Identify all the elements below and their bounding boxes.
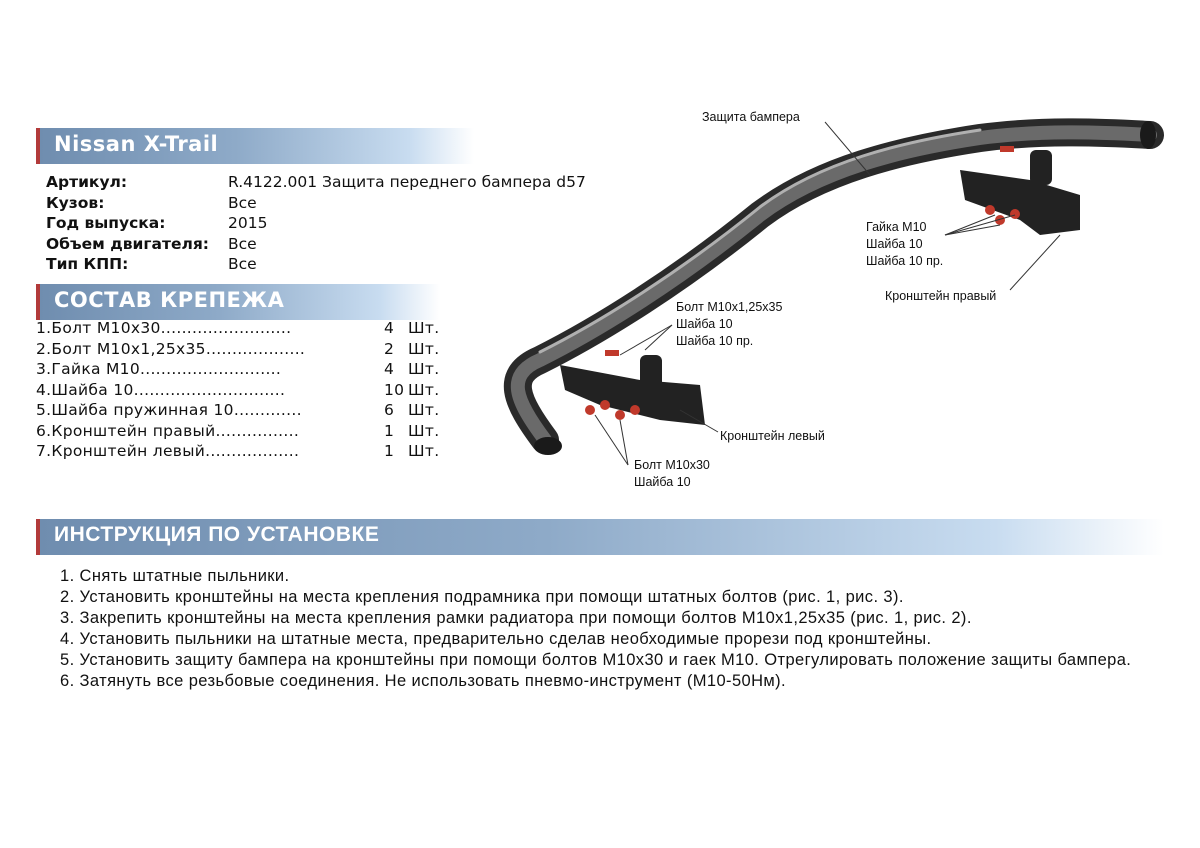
fastener-qty: 10 (384, 380, 405, 399)
fastener-name: 3.Гайка М10........................... (36, 360, 282, 378)
label-left-bracket: Кронштейн левый (720, 429, 825, 443)
fasteners-band: СОСТАВ КРЕПЕЖА (36, 284, 440, 320)
spec-key: Год выпуска: (46, 214, 166, 232)
fastener-name: 1.Болт М10х30......................... (36, 319, 292, 337)
fastener-unit: Шт. (408, 401, 440, 419)
instruction-step: 2. Установить кронштейны на места крепле… (60, 588, 904, 606)
label-bumper: Защита бампера (702, 110, 800, 124)
left-bracket (560, 355, 705, 425)
spec-key: Кузов: (46, 193, 105, 212)
label-right-hardware: Гайка М10 Шайба 10 Шайба 10 пр. (866, 219, 943, 270)
fastener-name: 2.Болт М10х1,25х35................... (36, 339, 306, 358)
fastener-row: 5.Шайба пружинная 10............. 6 Шт. (36, 400, 439, 421)
fastener-unit: Шт. (408, 360, 440, 378)
instructions-band: ИНСТРУКЦИЯ ПО УСТАНОВКЕ (36, 519, 1164, 555)
label-line: Шайба 10 (676, 317, 733, 331)
fastener-row: 7.Кронштейн левый.................. 1 Шт. (36, 441, 439, 462)
instruction-step: 1. Снять штатные пыльники. (60, 567, 290, 585)
label-right-bracket: Кронштейн правый (885, 289, 997, 303)
fastener-unit: Шт. (408, 339, 440, 358)
instructions-list: 1. Снять штатные пыльники. 2. Установить … (38, 566, 1148, 692)
tube-end (534, 437, 562, 455)
fastener-name: 7.Кронштейн левый.................. (36, 442, 300, 460)
spec-table: Артикул: R.4122.001 Защита переднего бамп… (46, 172, 586, 275)
spec-row: Тип КПП: Все (46, 254, 586, 275)
spec-value: 2015 (228, 214, 268, 232)
page-title: Nissan X-Trail (54, 132, 219, 156)
label-line: Шайба 10 (866, 237, 923, 251)
label-line: Болт М10х1,25х35 (676, 300, 783, 314)
label-line: Шайба 10 (634, 475, 691, 489)
tube-end (1140, 121, 1156, 149)
fastener-unit: Шт. (408, 380, 440, 399)
label-bottom-hardware: Болт М10х30 Шайба 10 (634, 457, 710, 491)
instruction-step: 4. Установить пыльники на штатные места,… (60, 630, 932, 648)
spec-key: Тип КПП: (46, 255, 129, 273)
fastener-row: 6.Кронштейн правый................ 1 Шт. (36, 421, 439, 442)
fastener-row: 4.Шайба 10............................. 1… (36, 380, 439, 401)
spec-value: Все (228, 193, 257, 212)
fastener-name: 4.Шайба 10............................. (36, 380, 286, 399)
spec-value: R.4122.001 Защита переднего бампера d57 (228, 173, 586, 191)
fastener-qty: 4 (384, 319, 395, 337)
fastener-unit: Шт. (408, 421, 440, 440)
spec-row: Объем двигателя: Все (46, 234, 586, 255)
fastener-row: 2.Болт М10х1,25х35................... 2 Шт… (36, 339, 439, 360)
spec-value: Все (228, 255, 257, 273)
instructions-title: ИНСТРУКЦИЯ ПО УСТАНОВКЕ (54, 523, 380, 546)
fastener-qty: 2 (384, 339, 395, 358)
spec-row: Год выпуска: 2015 (46, 213, 586, 234)
fastener-qty: 6 (384, 401, 395, 419)
spec-row: Кузов: Все (46, 193, 586, 214)
leader-lines (594, 121, 1061, 466)
bolts (585, 146, 1020, 420)
instruction-step: 3. Закрепить кронштейны на места креплен… (60, 609, 972, 627)
fastener-qty: 4 (384, 360, 395, 378)
bumper-tube (503, 118, 1164, 454)
fastener-name: 5.Шайба пружинная 10............. (36, 401, 302, 419)
spec-key: Объем двигателя: (46, 234, 209, 253)
fastener-unit: Шт. (408, 319, 440, 337)
right-bracket (960, 150, 1080, 235)
fastener-unit: Шт. (408, 442, 440, 460)
instruction-step: 6. Затянуть все резьбовые соединения. Не… (60, 672, 787, 690)
spec-row: Артикул: R.4122.001 Защита переднего бамп… (46, 172, 586, 193)
instruction-step: 5. Установить защиту бампера на кронштей… (60, 651, 1132, 669)
spec-key: Артикул: (46, 173, 128, 191)
fastener-name: 6.Кронштейн правый................ (36, 421, 300, 440)
title-band: Nissan X-Trail (36, 128, 474, 164)
label-line: Шайба 10 пр. (866, 254, 944, 268)
label-line: Болт М10х30 (634, 458, 710, 472)
fasteners-title: СОСТАВ КРЕПЕЖА (54, 288, 285, 312)
label-left-hardware: Болт М10х1,25х35 Шайба 10 Шайба 10 пр. (676, 299, 782, 350)
fastener-qty: 1 (384, 442, 395, 460)
fastener-qty: 1 (384, 421, 395, 440)
label-line: Шайба 10 пр. (676, 334, 754, 348)
spec-value: Все (228, 234, 257, 253)
label-line: Гайка М10 (866, 220, 927, 234)
